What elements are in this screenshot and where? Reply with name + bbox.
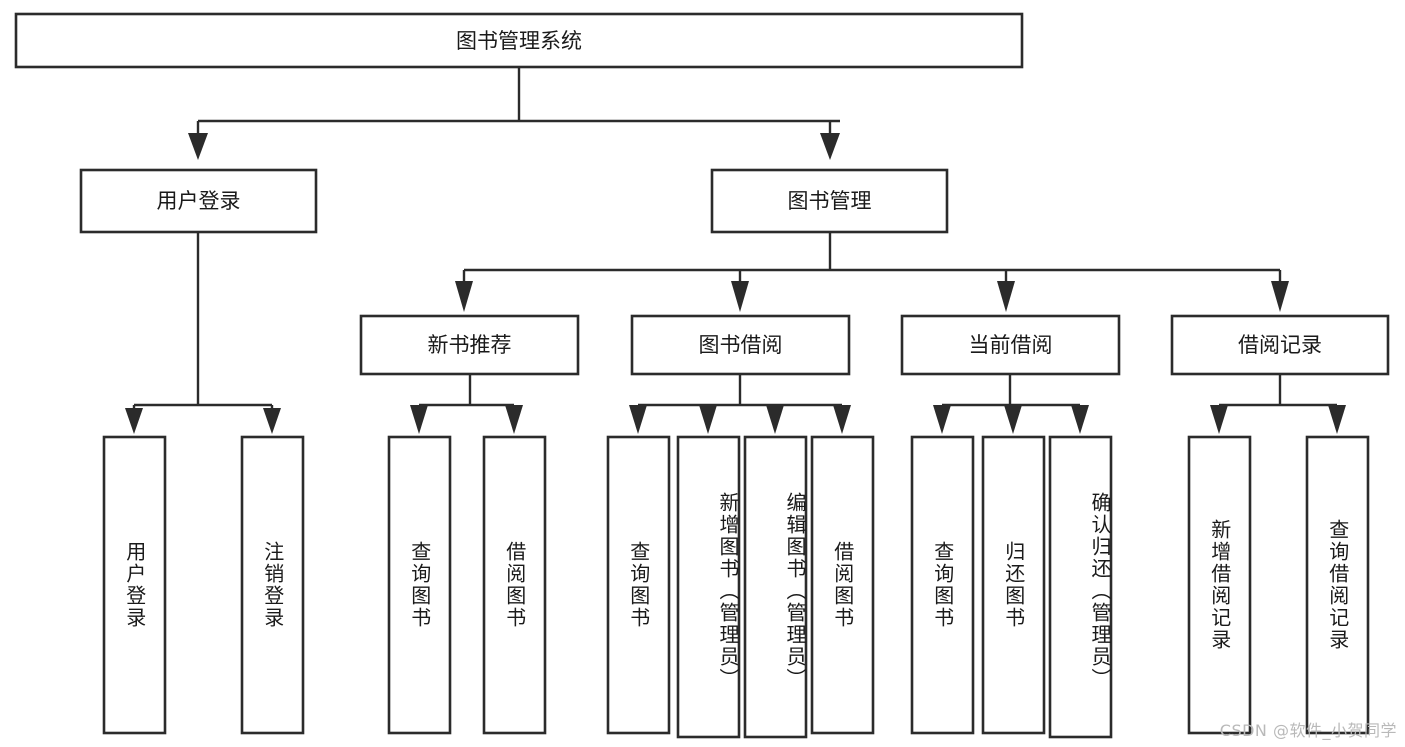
arrowhead-leaf-borrow-book-2: [833, 405, 851, 434]
node-newbook-recommend[interactable]: 新书推荐: [359, 314, 580, 376]
node-book-borrow[interactable]: 图书借阅: [630, 314, 851, 376]
leaf-label-edit-book: 编辑图书（管理员）: [783, 492, 807, 690]
arrowhead-leaf-logout: [263, 408, 281, 434]
arrowhead-leaf-edit-book: [766, 405, 784, 434]
leaf-box-return-book[interactable]: [981, 435, 1046, 735]
arrowhead-user-login: [188, 133, 208, 160]
arrowhead-book-manage: [820, 133, 840, 160]
node-root-label: 图书管理系统: [456, 29, 582, 53]
node-current-borrow[interactable]: 当前借阅: [900, 314, 1121, 376]
leaf-label-user-login: 用户登录: [122, 541, 147, 629]
node-root-system[interactable]: 图书管理系统: [14, 12, 1024, 69]
connector-group-book-manage: [455, 232, 1289, 312]
node-user-login-box[interactable]: [79, 168, 318, 234]
connector-group-newbook-recommend: [410, 374, 523, 434]
node-borrow-record[interactable]: 借阅记录: [1170, 314, 1390, 376]
leaf-box-add-book[interactable]: [676, 435, 741, 739]
leaf-label-borrow-book-1: 借阅图书: [502, 541, 527, 629]
node-book-manage-label: 图书管理: [788, 189, 872, 213]
arrowhead-leaf-query-book-2: [629, 405, 647, 434]
connector-group-book-borrow: [629, 374, 851, 434]
arrowhead-book-borrow: [731, 281, 749, 312]
leaf-box-edit-book[interactable]: [743, 435, 808, 739]
node-book-borrow-label: 图书借阅: [699, 333, 783, 357]
arrowhead-newbook-recommend: [455, 281, 473, 312]
leaf-box-add-record[interactable]: [1187, 435, 1252, 735]
leaf-box-borrow-book-2[interactable]: [810, 435, 875, 735]
node-current-borrow-label: 当前借阅: [969, 333, 1053, 357]
leaf-label-query-book-1: 查询图书: [407, 541, 432, 629]
leaf-label-query-book-2: 查询图书: [626, 541, 651, 629]
leaf-box-query-book-2[interactable]: [606, 435, 671, 735]
arrowhead-leaf-return-book: [1004, 405, 1022, 434]
node-current-borrow-box[interactable]: [900, 314, 1121, 376]
leaf-label-add-book: 新增图书（管理员）: [716, 492, 740, 690]
leaf-label-logout: 注销登录: [260, 541, 285, 629]
node-borrow-record-label: 借阅记录: [1238, 333, 1322, 357]
leaf-box-confirm-return[interactable]: [1048, 435, 1113, 739]
leaf-box-query-book-3[interactable]: [910, 435, 975, 735]
node-book-manage-box[interactable]: [710, 168, 949, 234]
arrowhead-current-borrow: [997, 281, 1015, 312]
arrowhead-borrow-record: [1271, 281, 1289, 312]
node-book-manage[interactable]: 图书管理: [710, 168, 949, 234]
leaf-box-query-record[interactable]: [1305, 435, 1370, 735]
node-borrow-record-box[interactable]: [1170, 314, 1390, 376]
arrowhead-leaf-add-book: [699, 405, 717, 434]
arrowhead-leaf-add-record: [1210, 405, 1228, 434]
arrowhead-leaf-user-login: [125, 408, 143, 434]
node-user-login-label: 用户登录: [157, 189, 241, 213]
leaf-label-add-record: 新增借阅记录: [1207, 519, 1232, 651]
arrowhead-leaf-query-book-3: [933, 405, 951, 434]
leaf-boxes: [102, 435, 1370, 739]
node-user-login[interactable]: 用户登录: [79, 168, 318, 234]
node-root-box[interactable]: [14, 12, 1024, 69]
leaf-label-query-book-3: 查询图书: [930, 541, 955, 629]
leaf-label-borrow-book-2: 借阅图书: [830, 541, 855, 629]
node-book-borrow-box[interactable]: [630, 314, 851, 376]
node-newbook-recommend-box[interactable]: [359, 314, 580, 376]
leaf-box-logout[interactable]: [240, 435, 305, 735]
leaf-label-query-record: 查询借阅记录: [1325, 519, 1350, 651]
leaf-box-query-book-1[interactable]: [387, 435, 452, 735]
arrowhead-leaf-confirm-return: [1071, 405, 1089, 434]
leaf-box-borrow-book-1[interactable]: [482, 435, 547, 735]
arrowhead-leaf-query-record: [1328, 405, 1346, 434]
connector-group-borrow-record: [1210, 374, 1346, 434]
csdn-watermark: CSDN @软件_小贺同学: [1219, 721, 1397, 740]
node-newbook-recommend-label: 新书推荐: [428, 333, 512, 357]
connector-group-root: [188, 67, 840, 160]
connector-group-current-borrow: [933, 374, 1089, 434]
leaf-box-user-login[interactable]: [102, 435, 167, 735]
connector-group-user-login: [125, 232, 281, 434]
leaf-label-return-book: 归还图书: [1001, 541, 1026, 629]
leaf-label-confirm-return: 确认归还（管理员）: [1088, 492, 1112, 690]
arrowhead-leaf-borrow-book-1: [505, 405, 523, 434]
arrowhead-leaf-query-book-1: [410, 405, 428, 434]
